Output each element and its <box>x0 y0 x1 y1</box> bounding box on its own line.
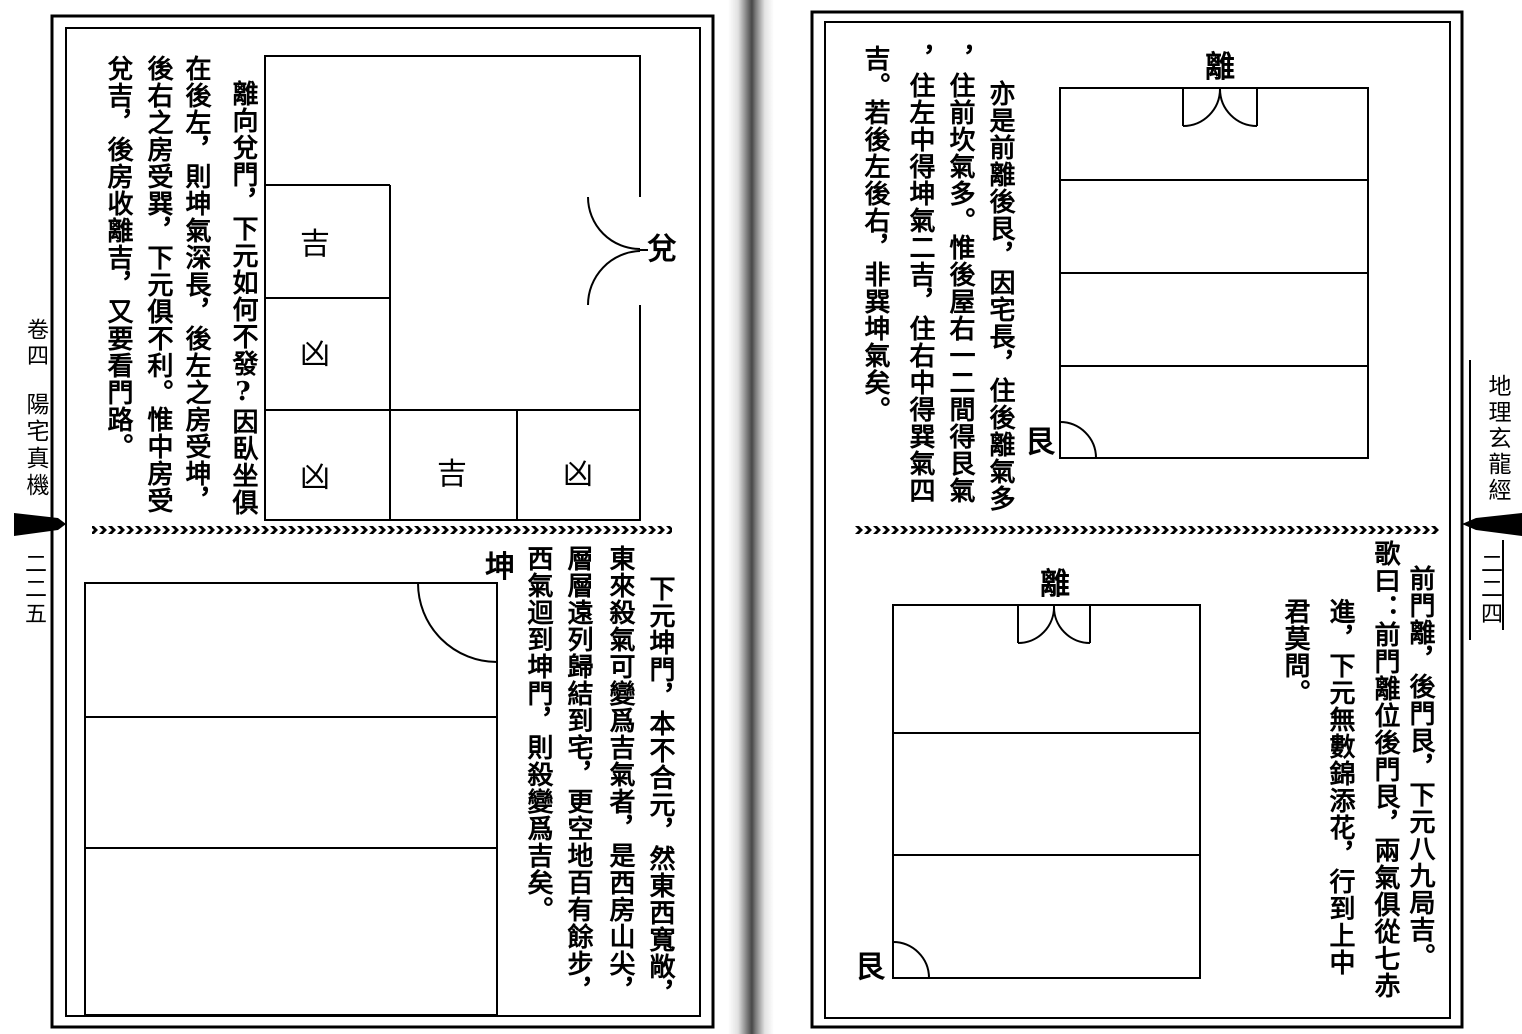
room-label-bottom-right: 凶 <box>563 457 593 492</box>
back-door-swing-arc <box>1059 421 1097 459</box>
right-lower-floor-plan <box>892 604 1201 979</box>
left-margin-section-title: 陽宅真機 <box>22 392 48 500</box>
door-swing-arc <box>587 250 641 306</box>
house-outline <box>892 604 1201 979</box>
door-swing-arc <box>1017 605 1056 644</box>
text-column: 層層遠列歸結到宅，更空地百有餘步， <box>563 545 593 1004</box>
text-column: 進，下元無數錦添花，行到上中 <box>1325 598 1355 976</box>
house-outline <box>84 582 498 1016</box>
text-column: 東來殺氣可變爲吉氣者，是西房山尖， <box>605 545 635 1004</box>
text-column: 君莫問。 <box>1280 598 1310 706</box>
left-lower-floor-plan <box>84 582 498 1016</box>
left-section-separator <box>92 525 672 535</box>
left-upper-floor-plan <box>264 55 648 521</box>
room-label-left-lower: 凶 <box>300 460 330 495</box>
room-label-left-middle: 凶 <box>300 337 330 372</box>
back-door-swing-arc <box>892 941 930 979</box>
right-page-number: 二二四 <box>1477 552 1502 627</box>
right-margin-fishtail-mark <box>1462 513 1522 536</box>
door-direction-label: 坤 <box>485 550 515 585</box>
text-column: 亦是前離後艮，因宅長，住後離氣多 <box>985 80 1015 512</box>
text-column: 西氣迴到坤門，則殺變爲吉矣。 <box>523 545 553 923</box>
text-column: 前門離，後門艮，下元八九局吉。 <box>1405 565 1435 970</box>
door-swing-arc <box>417 582 498 663</box>
left-margin-volume: 卷四 <box>23 318 48 370</box>
door-swing-arc <box>1052 605 1091 644</box>
door-swing-arc <box>1182 88 1221 127</box>
room-label-bottom-middle: 吉 <box>437 457 467 492</box>
right-section-separator <box>855 525 1440 535</box>
door-direction-label: 兌 <box>647 232 677 267</box>
right-margin-book-title: 地理玄龍經 <box>1484 374 1510 504</box>
text-column: 兌吉，後房收離吉，又要看門路。 <box>103 55 133 460</box>
door-swing-arc <box>587 196 641 250</box>
text-column: 在後左，則坤氣深長，後左之房受坤， <box>181 55 211 514</box>
right-upper-floor-plan <box>1059 87 1369 459</box>
left-page-number: 二二五 <box>21 552 46 627</box>
back-door-label: 艮 <box>855 950 885 985</box>
text-column: 下元坤門，本不合元，然東西寬敞， <box>645 575 675 1007</box>
text-column: 後右之房受巽，下元俱不利。惟中房受 <box>143 55 173 514</box>
text-column: ，住前坎氣多。惟後屋右一二間得艮氣 <box>945 45 975 504</box>
text-column: 離向兌門，下元如何不發?因臥坐俱 <box>228 80 258 516</box>
text-column: 歌曰：前門離位後門艮，兩氣俱從七赤 <box>1370 540 1400 999</box>
front-door-label: 離 <box>1040 567 1070 602</box>
text-column: 吉。若後左後右，非巽坤氣矣。 <box>860 45 890 423</box>
text-column: ，住左中得坤氣二吉，住右中得巽氣四 <box>905 45 935 504</box>
binding-gutter <box>728 0 774 1034</box>
right-page-outer-frame <box>810 10 1464 1029</box>
back-door-label: 艮 <box>1025 425 1055 460</box>
front-door-label: 離 <box>1205 50 1235 85</box>
house-outline <box>264 55 641 521</box>
left-margin-fishtail-mark <box>14 513 66 536</box>
room-label-left-upper: 吉 <box>300 227 330 262</box>
door-swing-arc <box>1219 88 1258 127</box>
right-page-inner-frame <box>824 21 1451 1019</box>
